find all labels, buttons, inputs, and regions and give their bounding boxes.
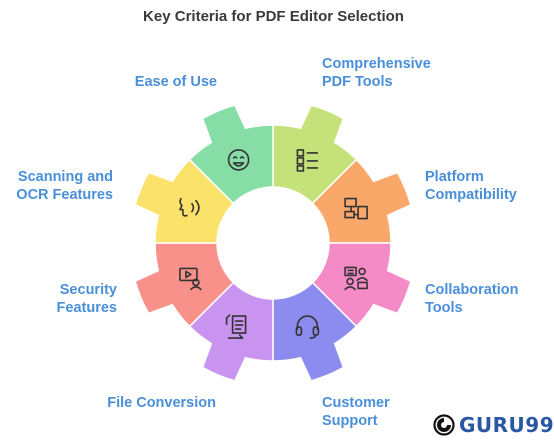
guru99-watermark: GURU99	[433, 412, 554, 438]
checklist-icon	[296, 149, 319, 172]
label-collaboration-tools: Collaboration Tools	[425, 282, 519, 316]
devices-icon	[344, 197, 368, 220]
label-security-features: Security Features	[56, 282, 117, 316]
label-ease-of-use: Ease of Use	[134, 74, 217, 90]
label-platform-compatibility: Platform Compatibility	[425, 169, 517, 203]
smiley-icon	[227, 149, 250, 171]
label-scanning-ocr-features: Scanning and OCR Features	[16, 169, 113, 203]
collaboration-icon	[344, 266, 368, 291]
security-video-icon	[179, 267, 202, 291]
voice-scan-icon	[179, 197, 200, 217]
watermark-text: GURU99	[459, 413, 554, 437]
file-convert-icon	[225, 314, 247, 339]
diagram-title: Key Criteria for PDF Editor Selection	[143, 8, 404, 25]
label-file-conversion: File Conversion	[107, 395, 216, 411]
headset-icon	[295, 315, 320, 339]
gear-hub	[217, 187, 329, 299]
guru99-logo-icon	[433, 414, 455, 436]
label-comprehensive-pdf-tools: Comprehensive PDF Tools	[322, 56, 431, 90]
label-customer-support: Customer Support	[322, 395, 390, 429]
